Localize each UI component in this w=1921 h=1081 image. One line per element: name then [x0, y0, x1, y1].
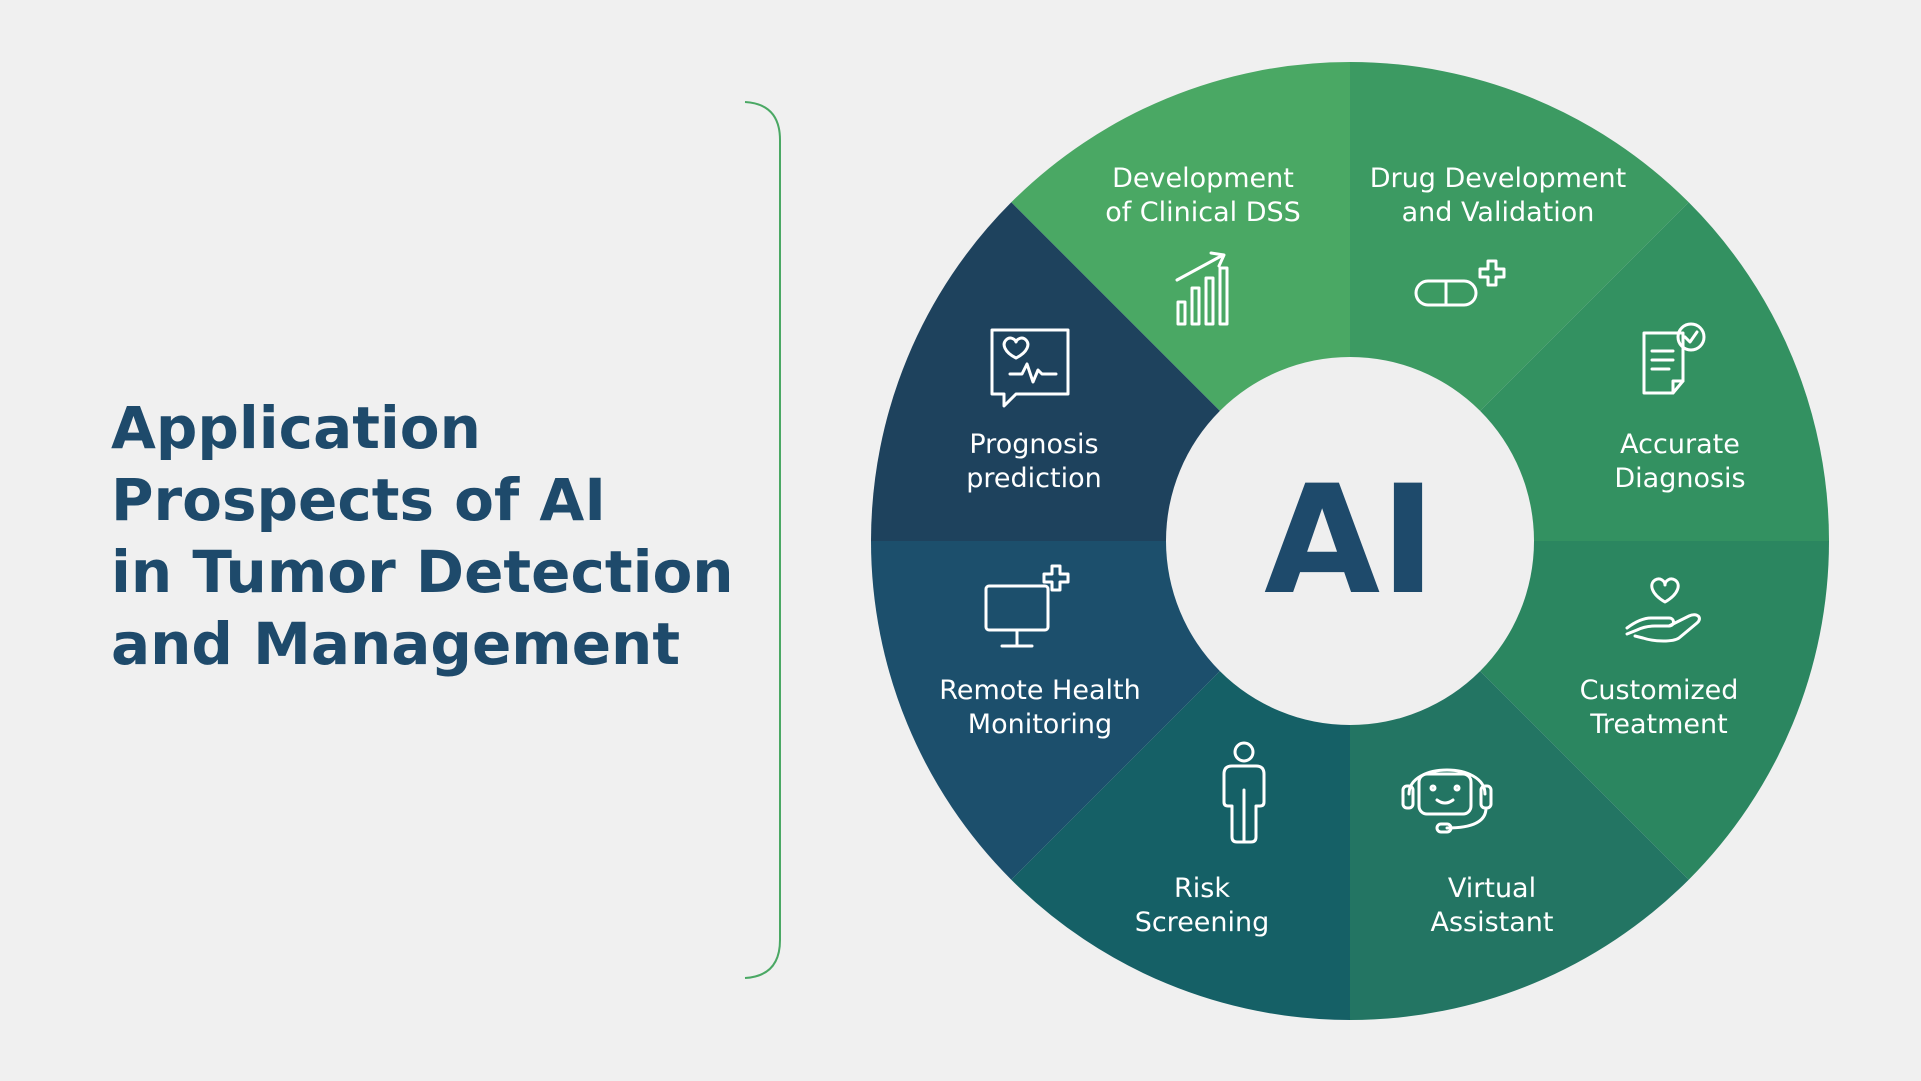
label-virtual-assistant-1: Virtual: [1448, 873, 1536, 904]
title-block: Application Prospects of AI in Tumor Det…: [111, 394, 734, 678]
checked-document-icon: [1642, 322, 1706, 395]
title-line-4: and Management: [111, 610, 680, 678]
label-customized-treatment-2: Treatment: [1589, 709, 1727, 740]
label-clinical-dss-1: Development: [1112, 163, 1294, 194]
heart-chat-monitor-icon: [990, 328, 1070, 408]
robot-headset-icon: [1401, 768, 1493, 834]
label-customized-treatment-1: Customized: [1580, 675, 1739, 706]
center-circle: [1166, 357, 1534, 725]
title-line-1: Application: [111, 394, 481, 462]
label-drug-development-1: Drug Development: [1370, 163, 1627, 194]
center-label: AI: [1264, 454, 1436, 628]
label-prognosis-2: prediction: [966, 463, 1101, 494]
label-prognosis-1: Prognosis: [969, 429, 1098, 460]
label-remote-monitoring-1: Remote Health: [939, 675, 1140, 706]
label-clinical-dss-2: of Clinical DSS: [1105, 197, 1301, 228]
bar-chart-growth-icon: [1175, 251, 1229, 326]
capsule-pill-icon: [1414, 259, 1506, 307]
label-accurate-diagnosis-2: Diagnosis: [1614, 463, 1745, 494]
label-drug-development-2: and Validation: [1402, 197, 1595, 228]
title-line-3: in Tumor Detection: [111, 538, 734, 606]
label-accurate-diagnosis-1: Accurate: [1620, 429, 1740, 460]
heart-in-hand-icon: [1625, 577, 1701, 643]
label-virtual-assistant-2: Assistant: [1430, 907, 1553, 938]
person-icon: [1222, 741, 1266, 844]
monitor-plus-icon: [984, 564, 1070, 648]
bracket-divider: [744, 101, 781, 979]
title-line-2: Prospects of AI: [111, 466, 606, 534]
label-risk-screening-2: Screening: [1135, 907, 1270, 938]
label-risk-screening-1: Risk: [1174, 873, 1230, 904]
segment-labels: Development of Clinical DSS Drug Develop…: [939, 163, 1745, 938]
label-remote-monitoring-2: Monitoring: [968, 709, 1112, 740]
